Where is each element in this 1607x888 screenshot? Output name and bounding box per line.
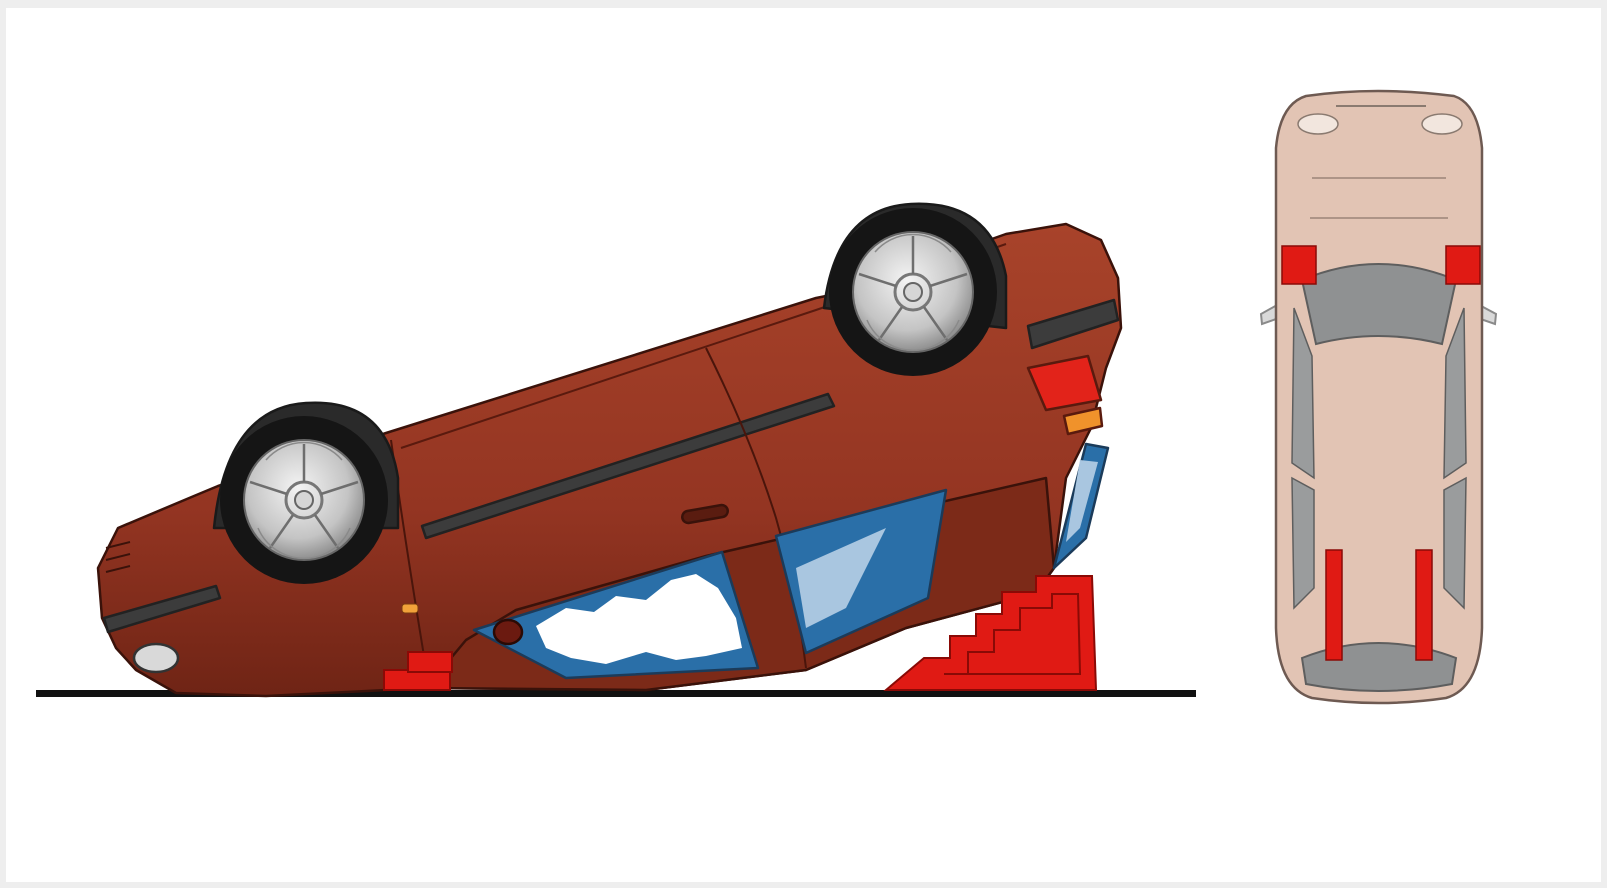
top-view-side-window-left-rear: [1292, 478, 1314, 608]
top-view-rear-window: [1302, 643, 1456, 691]
top-view-side-window-right-rear: [1444, 478, 1466, 608]
top-view-marker-rear-right: [1416, 550, 1432, 660]
figure-canvas: [6, 8, 1601, 882]
top-view-marker-front-right: [1446, 246, 1480, 284]
rollover-support-illustration: [6, 8, 1601, 882]
front-wheel: [220, 416, 388, 584]
side-mirror: [494, 620, 522, 644]
top-view-headlight-right: [1422, 114, 1462, 134]
top-view-marker-rear-left: [1326, 550, 1342, 660]
headlight: [134, 644, 178, 672]
top-view-windshield: [1302, 264, 1456, 344]
side-indicator: [402, 604, 418, 613]
top-view: [1261, 91, 1496, 703]
side-view: [36, 204, 1196, 697]
top-view-headlight-left: [1298, 114, 1338, 134]
rear-wheel: [829, 208, 997, 376]
top-view-marker-front-left: [1282, 246, 1316, 284]
